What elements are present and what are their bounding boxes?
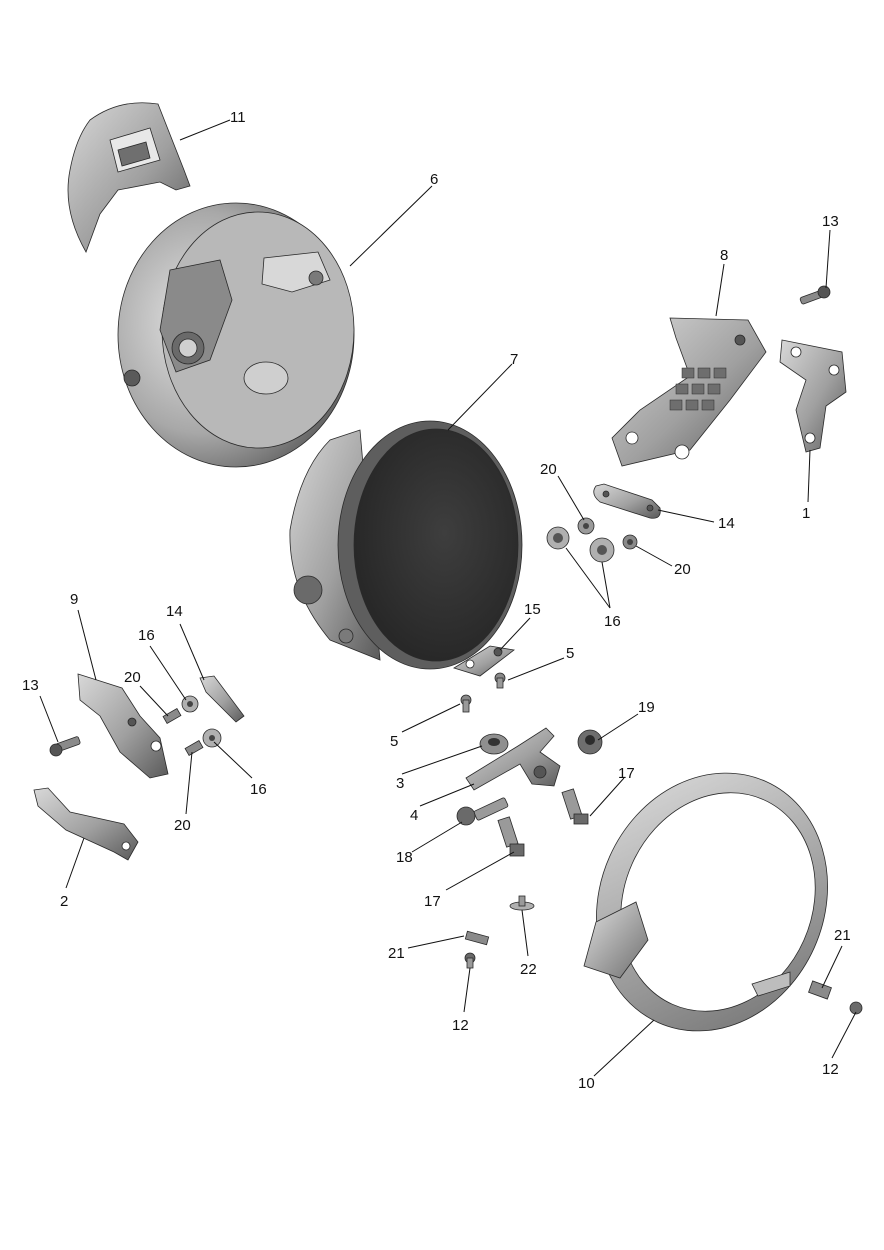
part-3-grommet (479, 733, 509, 755)
callout-20-right-upper: 20 (540, 461, 557, 478)
part-8-mounting-bracket (611, 317, 767, 467)
part-19-nut (577, 729, 603, 755)
callout-11: 11 (230, 109, 246, 126)
callout-14-left: 14 (166, 603, 183, 620)
part-21-12-clip-screw-right (808, 980, 863, 1015)
callout-20-right-lower: 20 (674, 561, 691, 578)
callout-5-lower: 5 (390, 733, 398, 750)
part-13-screw-right (799, 285, 831, 305)
part-15-clamp-plate (453, 645, 515, 677)
callout-16-left-upper: 16 (138, 627, 155, 644)
callout-5-upper: 5 (566, 645, 574, 662)
callout-15: 15 (524, 601, 541, 618)
part-21-12-clip-screw-center (464, 930, 490, 969)
part-13-screw-left (49, 736, 81, 757)
callout-16-right: 16 (604, 613, 621, 630)
callout-13-left: 13 (22, 677, 39, 694)
callout-1: 1 (802, 505, 810, 522)
callout-labels: 1 2 3 4 5 5 6 7 8 9 10 11 12 12 13 13 14… (22, 109, 851, 1092)
callout-14-right: 14 (718, 515, 735, 532)
callout-16-left-lower: 16 (250, 781, 267, 798)
callout-12-right: 12 (822, 1061, 839, 1078)
callout-21-center: 21 (388, 945, 405, 962)
callout-13-right: 13 (822, 213, 839, 230)
callout-18: 18 (396, 849, 413, 866)
callout-2: 2 (60, 893, 68, 910)
part-16-20-bushings-right (546, 517, 638, 563)
callout-22: 22 (520, 961, 537, 978)
part-14-plate-left (199, 675, 245, 723)
part-22-rivet (509, 895, 535, 911)
callout-6: 6 (430, 171, 438, 188)
callout-20-left-upper: 20 (124, 669, 141, 686)
part-5-screws (460, 672, 506, 713)
part-1-side-bracket (779, 339, 847, 453)
callout-17-upper: 17 (618, 765, 635, 782)
part-9-left-bracket (77, 673, 169, 779)
part-7-headlamp-unit (289, 420, 523, 670)
callout-4: 4 (410, 807, 418, 824)
part-18-bolt (456, 797, 509, 826)
part-14-plate-right (593, 483, 661, 519)
callout-3: 3 (396, 775, 404, 792)
callout-20-left-lower: 20 (174, 817, 191, 834)
part-6-headlamp-bowl (117, 202, 355, 468)
callout-21-right: 21 (834, 927, 851, 944)
part-10-headlamp-rim (583, 772, 828, 1032)
part-11-headlamp-shield (67, 102, 191, 253)
callout-12-center: 12 (452, 1017, 469, 1034)
callout-9: 9 (70, 591, 78, 608)
callout-19: 19 (638, 699, 655, 716)
part-17-bolts (497, 788, 589, 857)
callout-17-lower: 17 (424, 893, 441, 910)
part-4-bracket-arm (465, 727, 561, 791)
part-16-20-bushings-left (162, 695, 222, 757)
callout-10: 10 (578, 1075, 595, 1092)
leader-lines (39, 119, 857, 1077)
part-2-lower-bracket (33, 787, 139, 861)
callout-8: 8 (720, 247, 728, 264)
callout-7: 7 (510, 351, 518, 368)
